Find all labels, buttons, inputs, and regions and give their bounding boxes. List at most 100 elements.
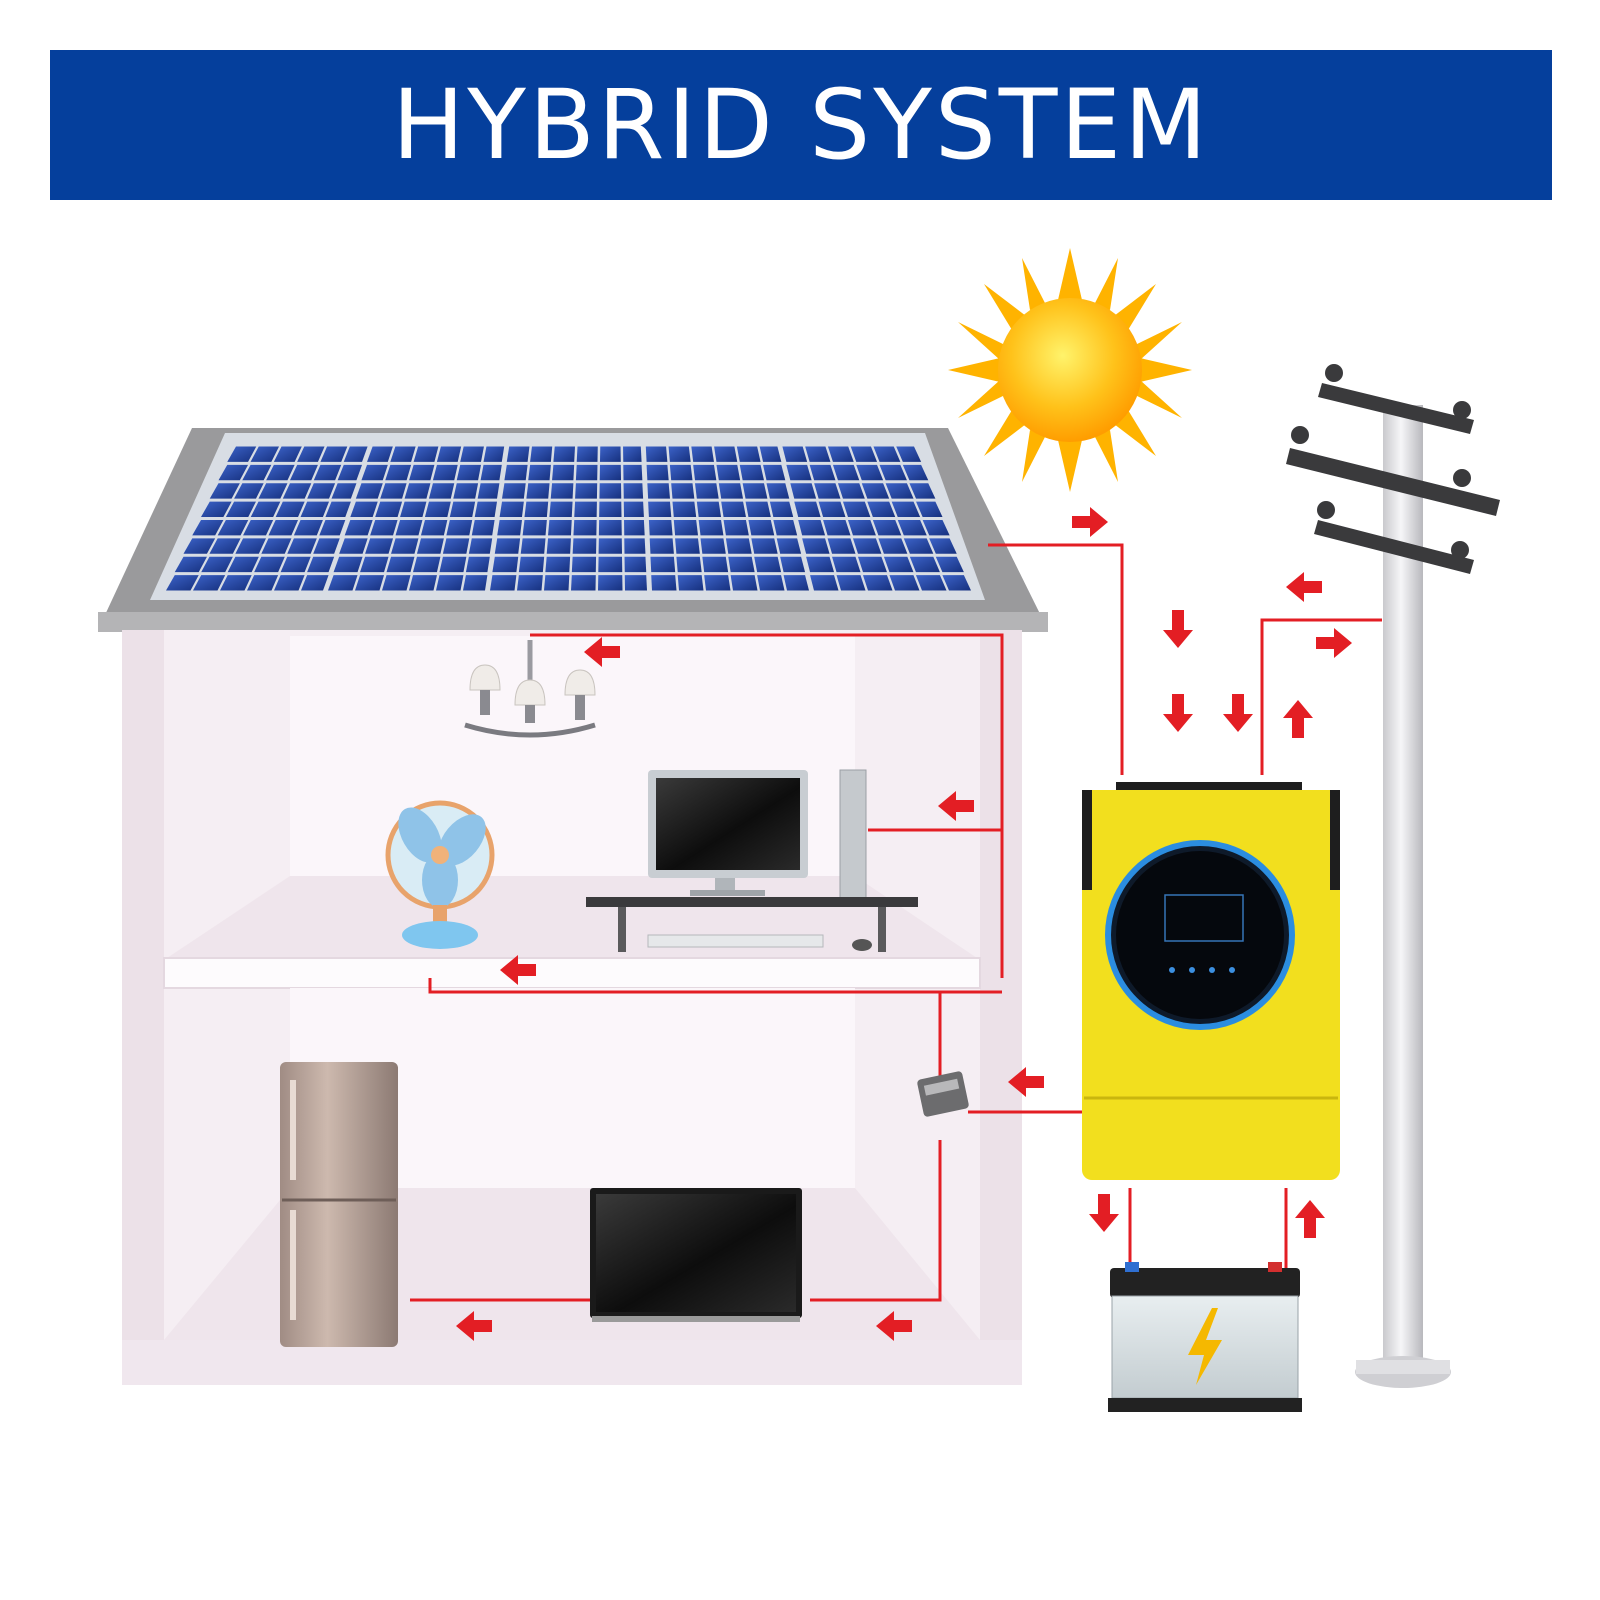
solar-cell	[446, 520, 473, 536]
solar-cell	[891, 501, 921, 517]
arrow-down	[1163, 694, 1193, 732]
solar-cell	[576, 446, 598, 462]
solar-cell	[504, 464, 528, 481]
solar-cell	[235, 538, 266, 554]
solar-cell	[847, 520, 876, 536]
solar-cell	[599, 501, 622, 517]
solar-cell	[896, 446, 922, 462]
solar-cell	[696, 501, 722, 517]
solar-cell	[673, 520, 698, 536]
solar-cell	[391, 538, 419, 554]
solar-cell	[856, 464, 884, 481]
solar-cell	[867, 501, 896, 517]
solar-cell	[192, 520, 224, 536]
solar-cell	[571, 575, 596, 591]
solar-cell	[754, 556, 782, 573]
solar-cell	[166, 575, 199, 591]
solar-cell	[757, 575, 785, 591]
solar-cell	[424, 501, 451, 517]
solar-cell	[382, 575, 411, 591]
solar-cell	[739, 464, 764, 481]
solar-cell	[827, 446, 854, 462]
solar-cell	[409, 575, 437, 591]
solar-cell	[386, 556, 415, 573]
solar-panel-icon	[150, 433, 985, 600]
solar-cell	[274, 575, 305, 591]
title-banner: HYBRID SYSTEM	[50, 50, 1552, 200]
arrow-down	[1223, 694, 1253, 732]
solar-cell	[723, 520, 749, 536]
solar-cell	[460, 446, 484, 462]
solar-cell	[254, 556, 285, 573]
solar-cell	[823, 520, 851, 536]
solar-cell	[242, 464, 272, 481]
solar-cell	[842, 501, 871, 517]
solar-cell	[320, 446, 348, 462]
solar-cell	[885, 483, 914, 499]
solar-cell	[420, 520, 448, 536]
solar-cell	[915, 575, 947, 591]
solar-cell	[718, 483, 744, 499]
arrow-right	[1072, 507, 1108, 537]
solar-cell	[714, 446, 738, 462]
solar-cell	[343, 446, 368, 462]
banner-title: HYBRID SYSTEM	[392, 69, 1210, 181]
solar-cell	[432, 464, 458, 481]
solar-cell	[497, 520, 522, 536]
solar-panel-cells	[166, 446, 971, 591]
solar-cell	[693, 464, 717, 481]
solar-cell	[676, 556, 702, 573]
solar-cell	[439, 556, 467, 573]
solar-cell	[217, 520, 249, 536]
solar-cell	[365, 538, 394, 554]
solar-cell	[773, 520, 798, 536]
solar-cell	[325, 501, 351, 517]
solar-cell	[725, 538, 752, 554]
solar-cell	[282, 483, 312, 499]
solar-cell	[174, 556, 207, 573]
solar-cell	[492, 556, 519, 573]
solar-cell	[494, 538, 521, 554]
solar-cell	[836, 575, 866, 591]
solar-cell	[879, 464, 907, 481]
solar-cell	[698, 520, 724, 536]
solar-cell	[442, 538, 470, 554]
solar-cell	[307, 556, 335, 573]
solar-cell	[832, 556, 861, 573]
solar-cell	[649, 538, 674, 554]
solar-cell	[759, 446, 782, 462]
solar-cell	[809, 464, 836, 481]
solar-cell	[599, 464, 622, 481]
solar-cell	[776, 538, 802, 554]
solar-cell	[780, 556, 806, 573]
solar-cell	[624, 520, 645, 536]
solar-cell	[225, 501, 256, 517]
solar-cell	[782, 446, 808, 462]
refrigerator-icon	[280, 1062, 398, 1347]
solar-cell	[280, 556, 311, 573]
solar-cell	[449, 501, 476, 517]
solar-cell	[806, 556, 835, 573]
solar-cell	[209, 538, 241, 554]
solar-cell	[599, 446, 621, 462]
solar-cell	[456, 464, 482, 481]
solar-cell	[234, 483, 264, 499]
solar-cell	[883, 556, 914, 573]
solar-cell	[250, 446, 280, 462]
solar-cell	[258, 483, 288, 499]
solar-cell	[428, 483, 455, 499]
solar-cell	[645, 446, 668, 462]
solar-cell	[671, 483, 695, 499]
solar-cell	[572, 538, 597, 554]
solar-cell	[802, 538, 830, 554]
solar-cell	[380, 483, 407, 499]
solar-cell	[598, 556, 623, 573]
solar-cell	[571, 556, 597, 573]
solar-cell	[273, 446, 302, 462]
solar-cell	[463, 575, 488, 591]
solar-cell	[651, 575, 677, 591]
solar-cell	[499, 501, 524, 517]
hybrid-inverter-icon	[1082, 782, 1340, 1180]
solar-cell	[861, 483, 890, 499]
